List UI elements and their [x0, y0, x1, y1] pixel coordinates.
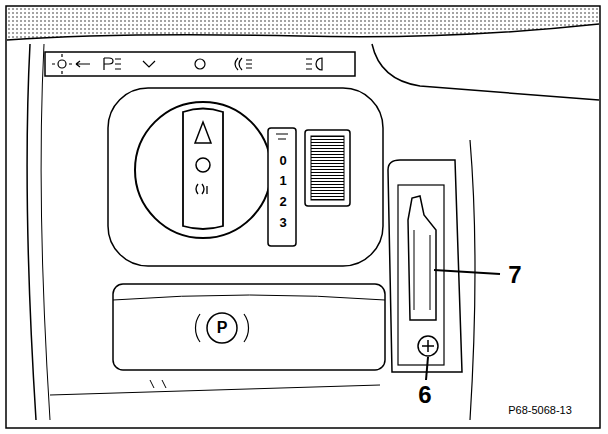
knurled-wheel — [305, 130, 350, 206]
switch-digit: 0 — [279, 154, 286, 167]
switch-digit: 3 — [279, 216, 286, 229]
screw — [418, 336, 438, 356]
dash-outline — [27, 44, 36, 420]
leader-line — [434, 270, 500, 274]
leader-line — [426, 357, 428, 380]
symbol-strip — [45, 52, 355, 76]
hood-release-lever — [408, 196, 436, 320]
figure-code: P68-5068-13 — [508, 405, 572, 416]
hood-release-recess — [388, 160, 462, 372]
switch-panel — [108, 88, 383, 266]
parking-brake-release — [113, 284, 385, 370]
fan-switch — [268, 128, 296, 246]
callout-number: 6 — [418, 383, 431, 407]
switch-digit: 1 — [279, 174, 286, 187]
callout-number: 7 — [508, 263, 521, 287]
frame — [6, 6, 600, 428]
switch-digit: 2 — [279, 195, 286, 208]
light-switch — [135, 102, 271, 238]
brake-symbol: P — [217, 320, 228, 336]
top-trim — [7, 7, 599, 40]
